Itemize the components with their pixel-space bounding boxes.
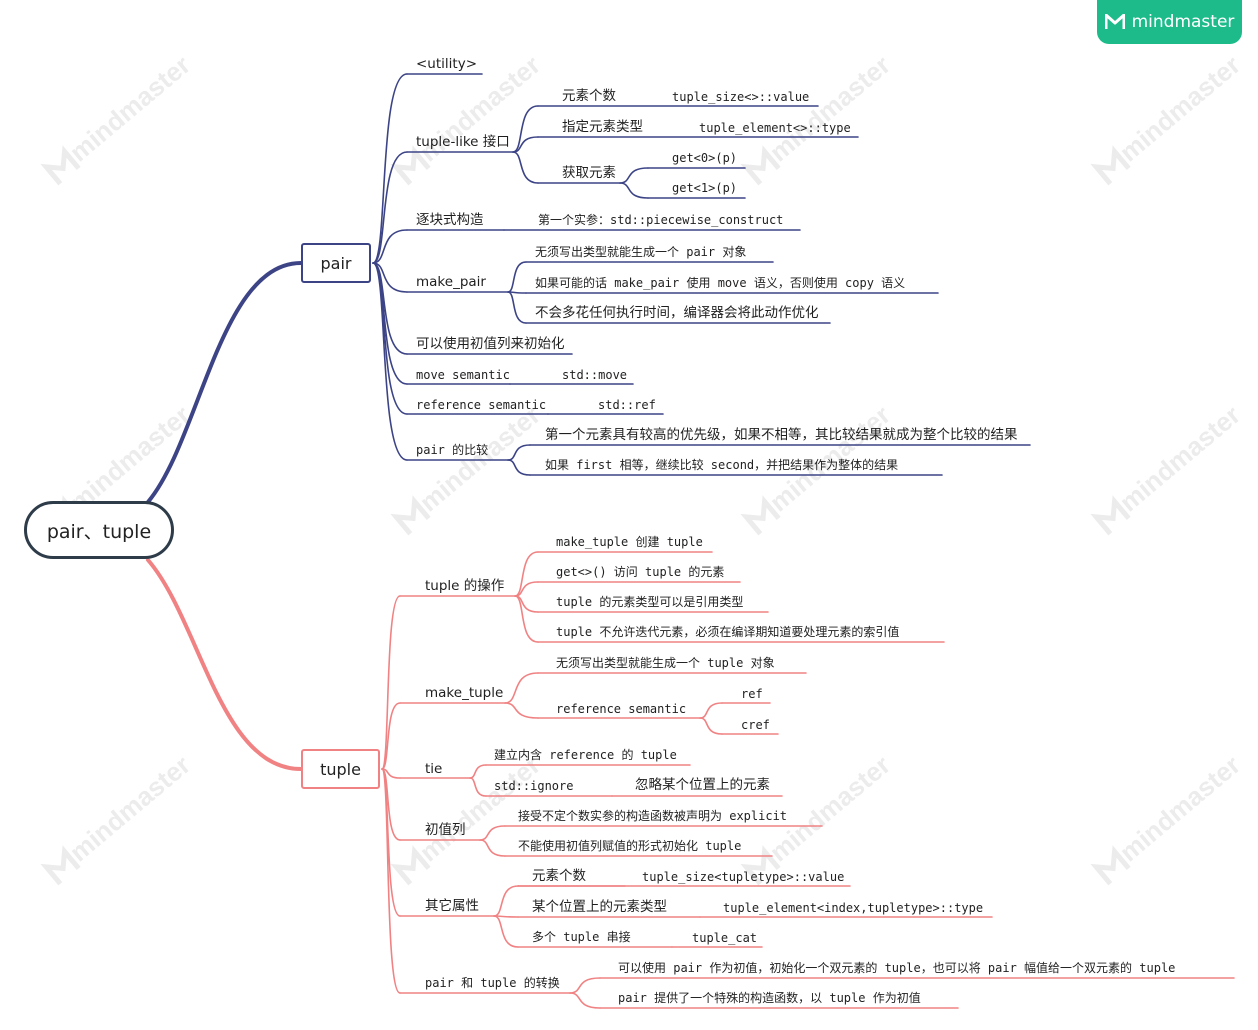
tuple-tuple-element[interactable]: tuple_element<index,tupletype>::type <box>723 901 984 915</box>
pair-tuple-element[interactable]: tuple_element<>::type <box>699 121 851 135</box>
mindmaster-logo-icon <box>1104 14 1125 29</box>
pair-compare-2[interactable]: 如果 first 相等，继续比较 second，并把结果作为整体的结果 <box>545 458 899 472</box>
pair-make-pair-1[interactable]: 无须写出类型就能生成一个 pair 对象 <box>535 245 747 259</box>
connector-67 <box>469 764 487 779</box>
connector-59 <box>504 672 539 704</box>
connector-63 <box>699 702 723 719</box>
tuple-cref[interactable]: cref <box>741 718 770 732</box>
tuple-pair-conversion[interactable]: pair 和 tuple 的转换 <box>425 976 560 990</box>
tuple-tie-1[interactable]: 建立内含 reference 的 tuple <box>494 748 677 762</box>
connector-76 <box>493 885 519 917</box>
tuple-conversion-1[interactable]: 可以使用 pair 作为初值，初始化一个双元素的 tuple，也可以将 pair… <box>618 961 1176 975</box>
tuple-init-list-2[interactable]: 不能使用初值列赋值的形式初始化 tuple <box>518 839 742 853</box>
root-to-tuple <box>146 558 303 771</box>
pair-init-list[interactable]: 可以使用初值列来初始化 <box>416 336 565 352</box>
connector-44 <box>381 768 401 994</box>
connector-78 <box>493 915 519 948</box>
root-to-pair <box>146 261 303 504</box>
pair-tuple-like[interactable]: tuple-like 接口 <box>416 134 510 150</box>
tuple-operations[interactable]: tuple 的操作 <box>425 578 505 594</box>
connector-72 <box>479 825 506 841</box>
brand-badge[interactable]: mindmaster <box>1097 0 1242 44</box>
root-topic-label: pair、tuple <box>46 520 152 543</box>
tuple-init-list-1[interactable]: 接受不定个数实参的构造函数被声明为 explicit <box>518 809 788 823</box>
connector-73 <box>479 839 506 857</box>
pair-make-pair-3[interactable]: 不会多花任何执行时间，编译器会将此动作优化 <box>535 305 819 321</box>
connector-86 <box>569 992 601 1009</box>
pair-element-count[interactable]: 元素个数 <box>562 88 616 104</box>
root-topic[interactable]: pair、tuple <box>24 501 174 559</box>
connector-36 <box>507 459 531 476</box>
tuple-ignore-desc[interactable]: 忽略某个位置上的元素 <box>635 777 770 793</box>
connector-51 <box>514 551 539 597</box>
connector-29 <box>507 291 527 324</box>
pair-get1[interactable]: get<1>(p) <box>672 181 738 195</box>
connector-2 <box>372 229 408 264</box>
pair-get0[interactable]: get<0>(p) <box>672 151 738 165</box>
pair-tuple-size[interactable]: tuple_size<>::value <box>672 90 810 104</box>
connector-16 <box>512 105 539 153</box>
tuple-op-4[interactable]: tuple 不允许迭代元素，必须在编译期知道要处理元素的索引值 <box>556 625 900 639</box>
connector-54 <box>514 595 539 643</box>
pair-make-pair-2[interactable]: 如果可能的话 make_pair 使用 move 语义，否则使用 copy 语义 <box>535 276 906 290</box>
connector-1 <box>372 151 408 264</box>
connector-3 <box>372 262 408 293</box>
pair-reference-semantic[interactable]: reference semantic <box>416 398 547 412</box>
connector-35 <box>507 444 531 461</box>
connector-7 <box>372 262 408 461</box>
pair-get-element[interactable]: 获取元素 <box>562 165 616 181</box>
pair-move-semantic[interactable]: move semantic <box>416 368 510 382</box>
pair-piecewise-arg[interactable]: 第一个实参：std::piecewise_construct <box>538 213 784 227</box>
pair-std-ref[interactable]: std::ref <box>598 398 656 412</box>
tuple-concat[interactable]: 多个 tuple 串接 <box>532 930 631 944</box>
topic-pair[interactable]: pair <box>301 243 371 283</box>
tuple-conversion-2[interactable]: pair 提供了一个特殊的构造函数，以 tuple 作为初值 <box>618 991 921 1005</box>
pair-utility[interactable]: <utility> <box>416 56 478 72</box>
topic-tuple-label: tuple <box>320 759 361 779</box>
connector-5 <box>372 262 408 385</box>
connector-23 <box>619 182 649 199</box>
brand-name: mindmaster <box>1131 12 1235 32</box>
tuple-element-count[interactable]: 元素个数 <box>532 868 586 884</box>
tuple-reference-semantic[interactable]: reference semantic <box>556 702 687 716</box>
connector-39 <box>381 595 401 770</box>
pair-compare[interactable]: pair 的比较 <box>416 443 489 457</box>
tuple-make-tuple[interactable]: make_tuple <box>425 685 504 701</box>
tuple-init-list[interactable]: 初值列 <box>425 822 466 838</box>
pair-element-type[interactable]: 指定元素类型 <box>562 119 643 135</box>
tuple-tuple-size[interactable]: tuple_size<tupletype>::value <box>642 870 845 884</box>
connector-17 <box>512 136 539 153</box>
connector-22 <box>619 167 649 184</box>
topic-pair-label: pair <box>320 253 352 273</box>
tuple-other-props[interactable]: 其它属性 <box>425 898 479 914</box>
connector-27 <box>507 261 527 293</box>
tuple-std-ignore[interactable]: std::ignore <box>494 779 574 793</box>
connector-0 <box>372 73 408 264</box>
connector-68 <box>469 777 487 797</box>
connector-60 <box>504 702 539 719</box>
tuple-ref[interactable]: ref <box>741 687 763 701</box>
pair-piecewise[interactable]: 逐块式构造 <box>416 212 484 228</box>
tuple-make-tuple-1[interactable]: 无须写出类型就能生成一个 tuple 对象 <box>556 656 775 670</box>
connector-64 <box>699 717 723 735</box>
pair-std-move[interactable]: std::move <box>562 368 628 382</box>
pair-make-pair[interactable]: make_pair <box>416 274 486 290</box>
tuple-tuple-cat[interactable]: tuple_cat <box>692 931 758 945</box>
connector-85 <box>569 977 601 994</box>
tuple-op-1[interactable]: make_tuple 创建 tuple <box>556 535 703 549</box>
tuple-op-2[interactable]: get<>() 访问 tuple 的元素 <box>556 565 725 579</box>
tuple-op-3[interactable]: tuple 的元素类型可以是引用类型 <box>556 595 744 609</box>
pair-compare-1[interactable]: 第一个元素具有较高的优先级，如果不相等，其比较结果就成为整个比较的结果 <box>545 427 1018 443</box>
topic-tuple[interactable]: tuple <box>301 749 380 789</box>
tuple-tie[interactable]: tie <box>425 761 443 777</box>
connector-40 <box>381 702 401 770</box>
tuple-element-type[interactable]: 某个位置上的元素类型 <box>532 899 667 915</box>
connector-18 <box>512 151 539 184</box>
